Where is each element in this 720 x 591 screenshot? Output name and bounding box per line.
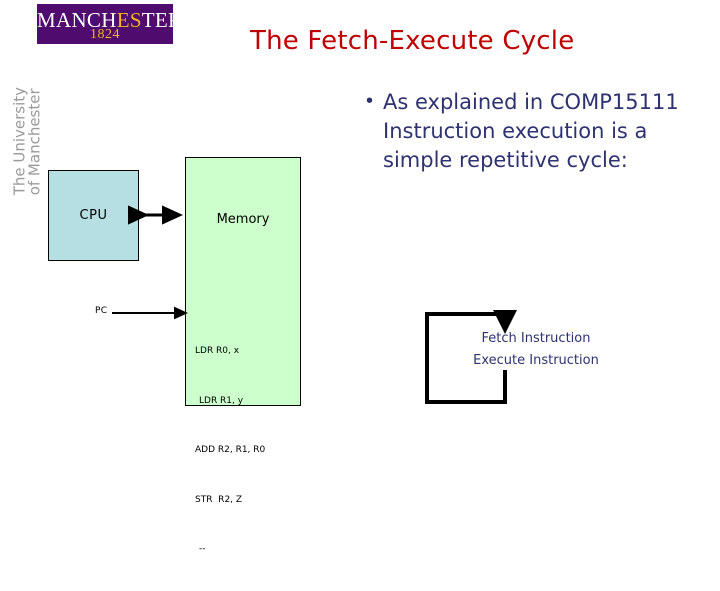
logo-word-gold: ES [116, 8, 142, 32]
code-line: -- [199, 544, 206, 554]
cpu-label: CPU [79, 208, 108, 223]
code-line: LDR R0, x [195, 346, 240, 356]
logo-word-suffix: TER [141, 8, 183, 32]
cycle-loop-text: Fetch Instruction Execute Instruction [446, 328, 626, 372]
memory-box: Memory LDR R0, x LDR R1, y ADD R2, R1, R… [185, 157, 301, 554]
pc-label: PC [95, 306, 108, 316]
logo-word-prefix: MANCH [37, 8, 117, 32]
university-vertical-text: The University of Manchester [10, 86, 44, 196]
code-line: ADD R2, R1, R0 [195, 445, 266, 455]
university-logo: MANCHESTER 1824 [37, 4, 182, 44]
memory-label: Memory [216, 212, 270, 227]
diagram-connectors [112, 205, 517, 404]
bullet-text: As explained in COMP15111 Instruction ex… [383, 90, 679, 172]
code-line: LDR R1, y [199, 395, 244, 406]
cpu-box: CPU [48, 170, 139, 261]
page-title: The Fetch-Execute Cycle [250, 26, 575, 56]
bullet-dot-icon: • [366, 90, 374, 112]
code-line: STR R2, Z [195, 494, 243, 505]
logo-wordmark: MANCHESTER [37, 4, 182, 32]
bullet-list: • As explained in COMP15111 Instruction … [366, 88, 686, 175]
logo-year: 1824 [90, 27, 120, 42]
list-item: • As explained in COMP15111 Instruction … [366, 88, 686, 175]
memory-code-listing: LDR R0, x LDR R1, y ADD R2, R1, R0 STR R… [195, 310, 265, 591]
cycle-line-execute: Execute Instruction [473, 353, 599, 368]
cycle-line-fetch: Fetch Instruction [481, 331, 591, 346]
